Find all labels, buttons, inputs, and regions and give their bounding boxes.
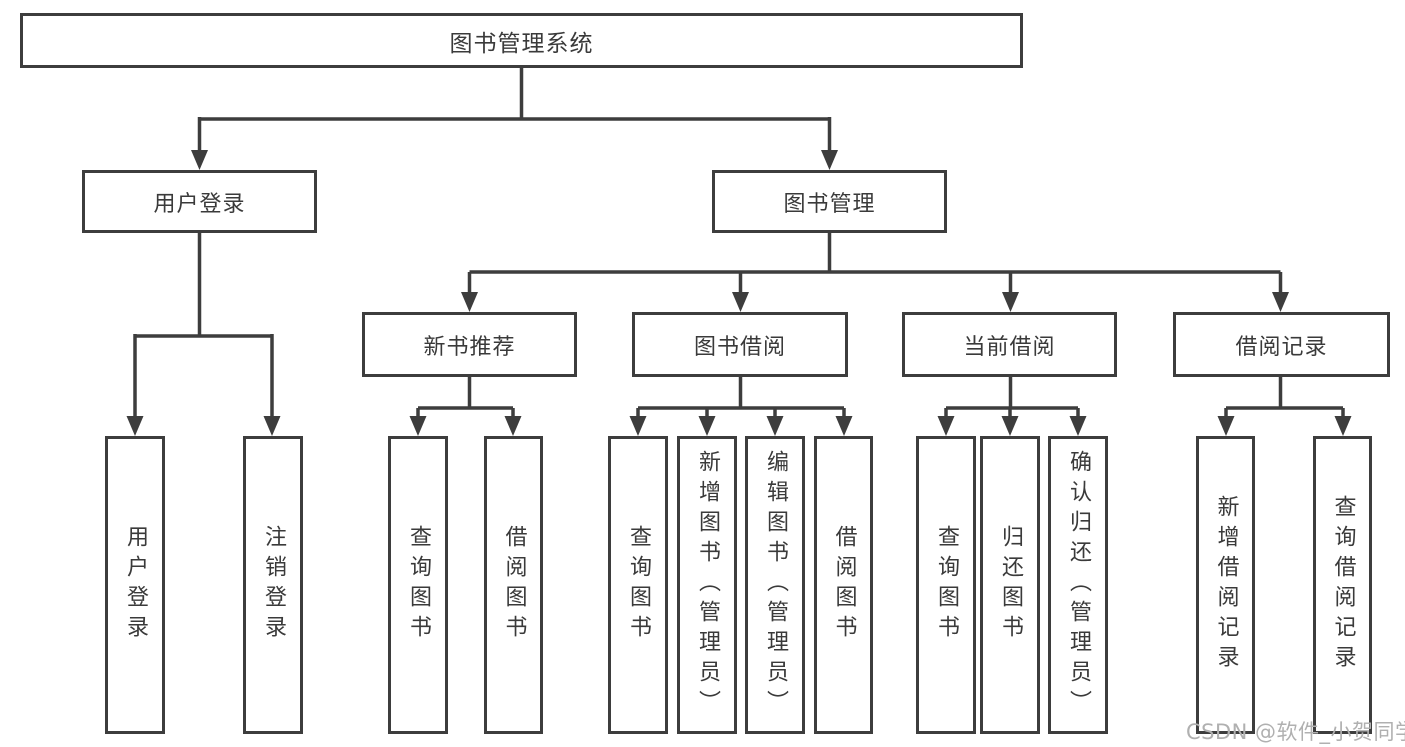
leaf-return-books: 归还图书 <box>980 436 1040 734</box>
leaf-label: 编辑图书（管理员） <box>763 450 788 720</box>
csdn-watermark: CSDN @软件_小贺同学 <box>1186 720 1405 744</box>
arrowhead-icon <box>126 416 144 436</box>
leaf-label: 归还图书 <box>998 525 1023 645</box>
leaf-label: 查询图书 <box>626 525 651 645</box>
leaf-label: 用户登录 <box>123 525 148 645</box>
node-book-management: 图书管理 <box>712 170 947 233</box>
leaf-query-books-borrowing: 查询图书 <box>608 436 668 734</box>
arrowhead-icon <box>1334 416 1352 436</box>
arrowhead-icon <box>504 416 522 436</box>
leaf-user-login: 用户登录 <box>105 436 165 734</box>
leaf-label: 注销登录 <box>261 525 286 645</box>
arrowhead-icon <box>629 416 647 436</box>
node-user-login: 用户登录 <box>82 170 317 233</box>
leaf-query-borrow-record: 查询借阅记录 <box>1313 436 1372 734</box>
node-new-book-recommend: 新书推荐 <box>362 312 577 377</box>
arrowhead-icon <box>1272 292 1289 312</box>
leaf-label: 新增图书（管理员） <box>695 450 720 720</box>
leaf-label: 借阅图书 <box>831 525 857 645</box>
node-book-borrowing: 图书借阅 <box>632 312 848 377</box>
arrowhead-icon <box>461 292 478 312</box>
leaf-logout: 注销登录 <box>243 436 303 734</box>
leaf-label: 查询图书 <box>934 525 959 645</box>
leaf-add-borrow-record: 新增借阅记录 <box>1196 436 1255 734</box>
arrowhead-icon <box>1002 292 1019 312</box>
node-borrowing-records: 借阅记录 <box>1173 312 1390 377</box>
leaf-query-books-current: 查询图书 <box>916 436 976 734</box>
leaf-label: 查询借阅记录 <box>1330 495 1356 675</box>
arrow-down-icons <box>126 150 1352 436</box>
leaf-label: 确认归还（管理员） <box>1066 450 1091 720</box>
arrowhead-icon <box>766 416 784 436</box>
arrowhead-icon <box>1001 416 1019 436</box>
arrowhead-icon <box>1069 416 1087 436</box>
tree-edges <box>133 68 1345 420</box>
leaf-label: 借阅图书 <box>501 525 527 645</box>
arrowhead-icon <box>732 292 749 312</box>
leaf-label: 新增借阅记录 <box>1213 495 1239 675</box>
arrowhead-icon <box>821 150 838 170</box>
arrowhead-icon <box>937 416 955 436</box>
leaf-borrow-books-recommend: 借阅图书 <box>484 436 543 734</box>
leaf-query-books-recommend: 查询图书 <box>388 436 448 734</box>
arrowhead-icon <box>698 416 716 436</box>
node-current-borrowing: 当前借阅 <box>902 312 1117 377</box>
leaf-label: 查询图书 <box>406 525 431 645</box>
node-library-system: 图书管理系统 <box>20 13 1023 68</box>
arrowhead-icon <box>835 416 853 436</box>
leaf-edit-books-admin: 编辑图书（管理员） <box>745 436 805 734</box>
arrowhead-icon <box>1217 416 1235 436</box>
arrowhead-icon <box>263 416 281 436</box>
leaf-confirm-return-admin: 确认归还（管理员） <box>1048 436 1108 734</box>
arrowhead-icon <box>409 416 427 436</box>
arrowhead-icon <box>191 150 208 170</box>
leaf-borrow-books: 借阅图书 <box>814 436 873 734</box>
leaf-add-books-admin: 新增图书（管理员） <box>677 436 737 734</box>
